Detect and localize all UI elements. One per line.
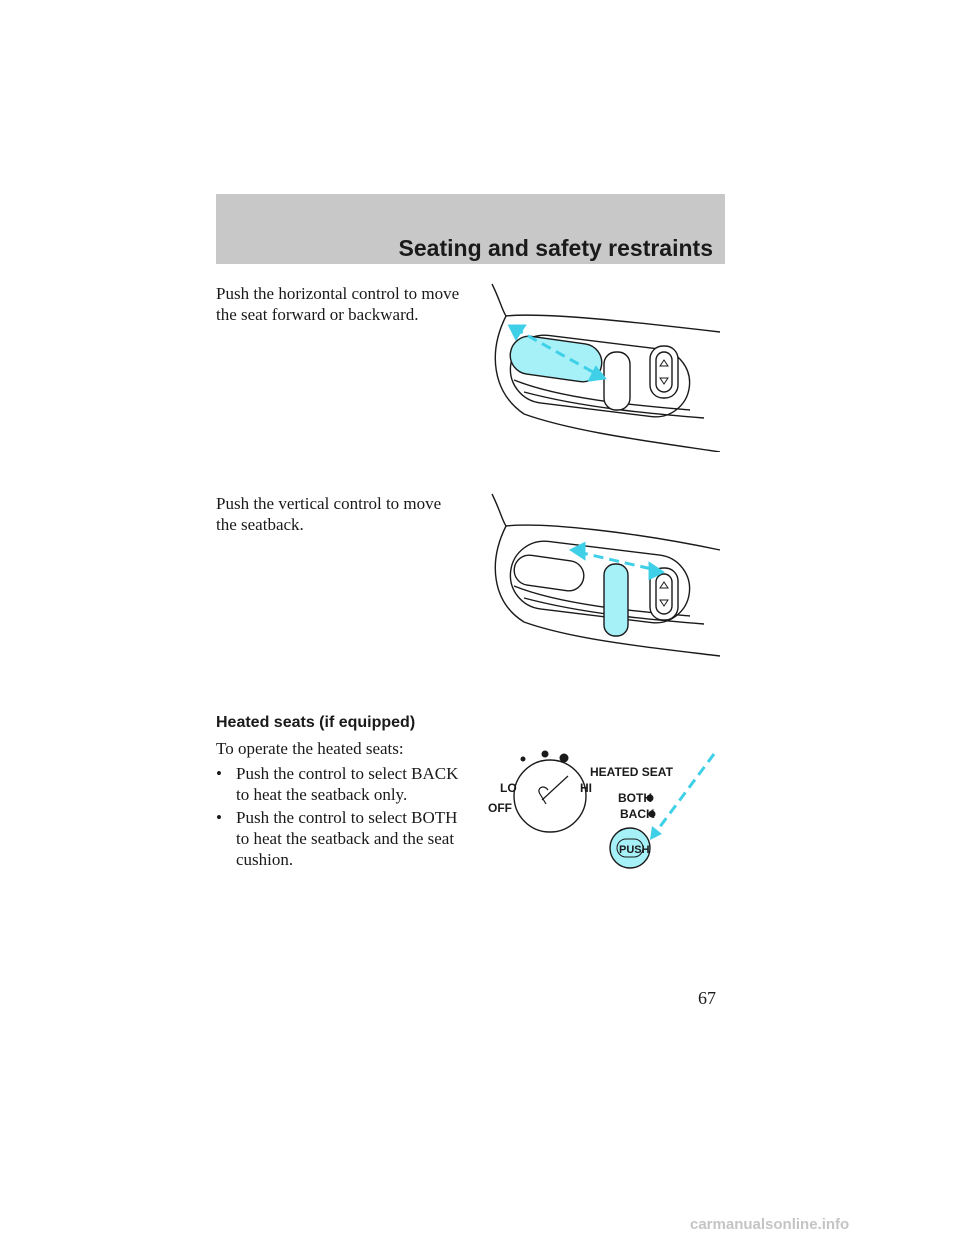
text-line: cushion. (236, 850, 294, 869)
mid-dot (541, 750, 549, 758)
label-hi: HI (580, 781, 592, 795)
footer-watermark: carmanualsonline.info (690, 1216, 850, 1233)
seat-control-vertical-illustration (491, 493, 721, 657)
label-off: OFF (488, 801, 512, 815)
text-line: Push the control to select BOTH (236, 808, 458, 827)
label-back: BACK (620, 807, 655, 821)
text-line: the seatback. (216, 515, 304, 534)
hi-dot (559, 753, 569, 763)
vertical-control-text: Push the vertical control to move the se… (216, 493, 476, 535)
forward-backward-arrow (507, 324, 607, 382)
seat-control-horizontal-illustration (491, 283, 721, 452)
text-line: to heat the seatback only. (236, 785, 408, 804)
text-line: Push the control to select BACK (236, 764, 459, 783)
horizontal-control-button (509, 335, 603, 383)
section-title: Seating and safety restraints (398, 235, 713, 261)
text-line: Push the horizontal control to move (216, 284, 460, 303)
section-header-band: Seating and safety restraints (216, 194, 725, 264)
vertical-control-button (603, 563, 629, 637)
knob-pointer (538, 775, 569, 805)
page-number: 67 (698, 988, 716, 1008)
both-indicator (646, 794, 654, 802)
label-heated-seat: HEATED SEAT (590, 765, 674, 779)
back-indicator (648, 810, 656, 818)
heated-seat-panel-illustration: LO HI OFF HEATED SEAT BOTH BACK PUSH (488, 750, 716, 869)
label-both: BOTH (618, 791, 652, 805)
text-line: the seat forward or backward. (216, 305, 419, 324)
horizontal-control-text: Push the horizontal control to move the … (216, 283, 476, 325)
lo-dot (520, 756, 526, 762)
bullet-marker: • (216, 764, 222, 783)
label-lo: LO (500, 781, 517, 795)
seatback-arrow (569, 541, 665, 581)
push-button (609, 827, 651, 869)
bullet-marker: • (216, 808, 222, 827)
heated-seats-intro: To operate the heated seats: (216, 739, 404, 758)
push-direction-arrow (650, 753, 716, 840)
label-push: PUSH (619, 844, 650, 856)
text-line: Push the vertical control to move (216, 494, 442, 513)
text-line: to heat the seatback and the seat (236, 829, 455, 848)
heated-seats-heading: Heated seats (if equipped) (216, 714, 416, 731)
heat-level-knob (513, 759, 587, 833)
